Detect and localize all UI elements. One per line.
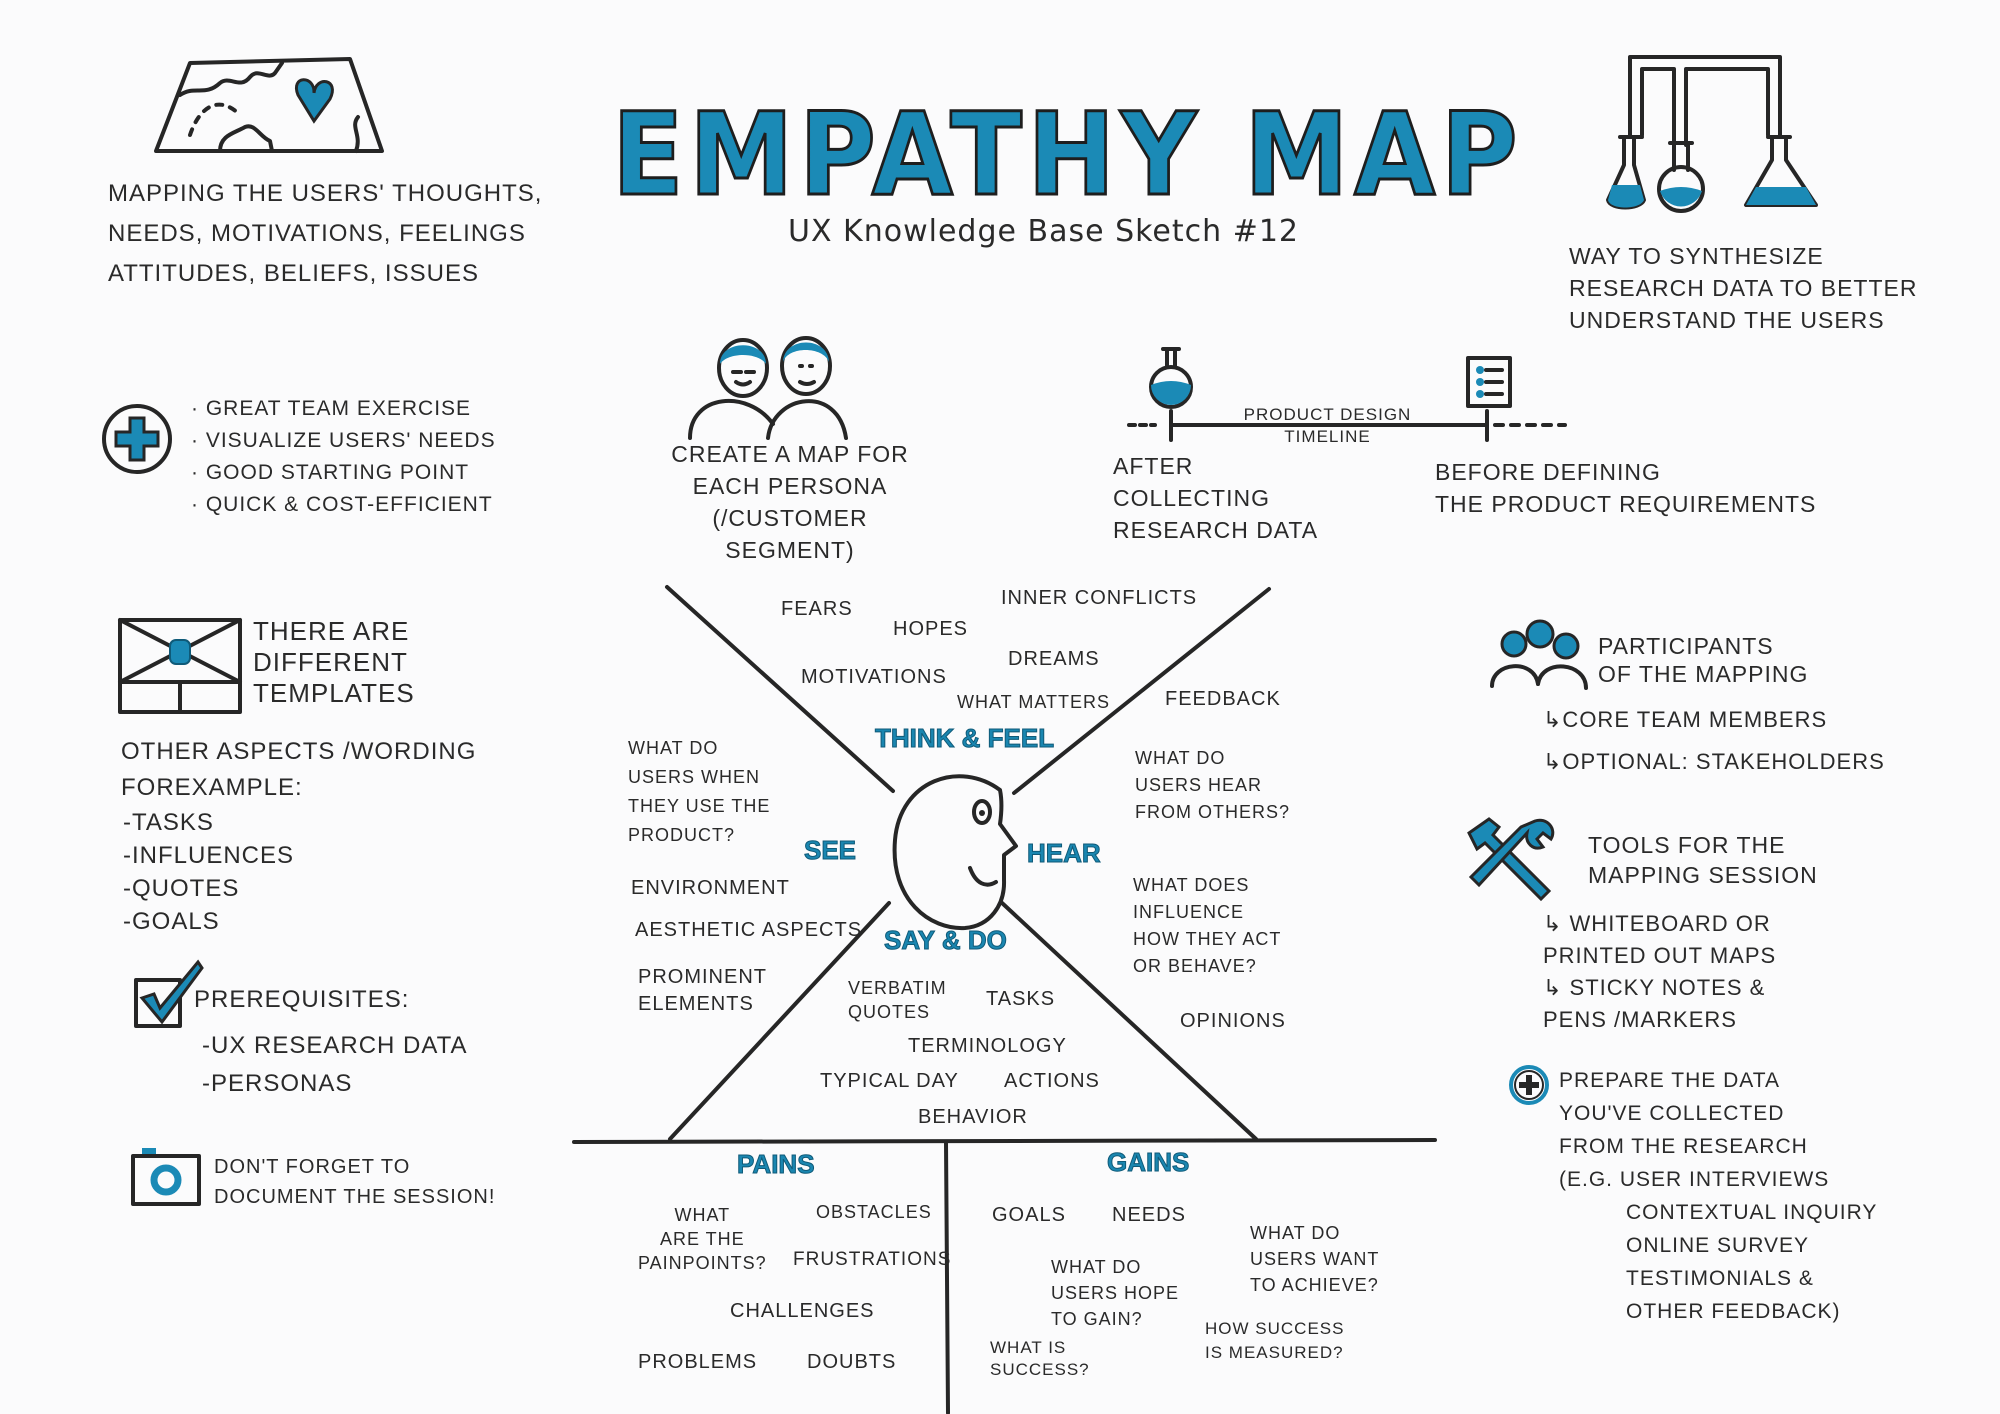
example-item: -GOALS: [123, 908, 220, 935]
definition-text: MAPPING THE USERS' THOUGHTS, NEEDS, MOTI…: [108, 180, 543, 287]
plus-circle-icon: [1509, 1065, 1549, 1105]
user-head-icon: [892, 774, 1018, 931]
divider-horizontal: [572, 1138, 1437, 1144]
pains-title: PAINS: [737, 1149, 816, 1180]
plus-circle-icon: [102, 404, 172, 474]
pain-item: PROBLEMS: [638, 1351, 758, 1373]
templates-heading: THERE ARE DIFFERENT TEMPLATES: [253, 616, 415, 708]
map-item: VERBATIM QUOTES: [848, 978, 947, 1022]
persona-text: CREATE A MAP FOR EACH PERSONA (/CUSTOMER…: [671, 441, 909, 563]
requirements-document-icon: [1466, 356, 1512, 408]
map-item: ACTIONS: [1004, 1070, 1100, 1092]
personas-icon: [688, 336, 848, 440]
prerequisites-heading: PREREQUISITES:: [194, 986, 410, 1013]
example-item: -QUOTES: [123, 875, 240, 902]
map-item: TASKS: [986, 988, 1056, 1010]
page-subtitle: UX Knowledge Base Sketch #12: [788, 214, 1300, 249]
map-item: OPINIONS: [1180, 1010, 1286, 1032]
quadrant-say-do: SAY & DO: [884, 925, 1008, 956]
template-icon: [118, 618, 242, 714]
participants-heading: PARTICIPANTS OF THE MAPPING: [1598, 633, 1809, 687]
participant-item: ↳OPTIONAL: STAKEHOLDERS: [1543, 749, 1885, 774]
prerequisite-item: -UX RESEARCH DATA: [202, 1032, 468, 1059]
benefits-list: · GREAT TEAM EXERCISE · VISUALIZE USERS'…: [191, 393, 496, 521]
timeline-before-text: BEFORE DEFINING THE PRODUCT REQUIREMENTS: [1435, 459, 1817, 517]
pain-item: DOUBTS: [807, 1351, 897, 1373]
treasure-map-icon: [154, 57, 384, 153]
map-item: BEHAVIOR: [918, 1106, 1028, 1128]
tools-heading: TOOLS FOR THE MAPPING SESSION: [1588, 832, 1818, 888]
participant-item: ↳CORE TEAM MEMBERS: [1543, 707, 1828, 732]
timeline-label: PRODUCT DESIGN TIMELINE: [1243, 405, 1412, 446]
gain-item: GOALS: [992, 1204, 1066, 1226]
map-item: ENVIRONMENT: [631, 877, 790, 899]
example-item: -TASKS: [123, 809, 214, 836]
map-item: TYPICAL DAY: [820, 1070, 959, 1092]
example-item: -INFLUENCES: [123, 842, 295, 869]
gain-item: WHAT DO USERS WANT TO ACHIEVE?: [1250, 1223, 1380, 1295]
map-item: AESTHETIC ASPECTS: [635, 919, 863, 941]
benefit-item: · GOOD STARTING POINT: [191, 461, 470, 484]
quadrant-see: SEE: [803, 835, 857, 866]
divider-bottom-left: [668, 901, 891, 1141]
map-item: MOTIVATIONS: [801, 666, 947, 688]
map-item: TERMINOLOGY: [908, 1035, 1067, 1057]
camera-icon: [131, 1148, 201, 1206]
participants-icon: [1490, 619, 1588, 690]
quadrant-think-feel: THINK & FEEL: [874, 723, 1055, 754]
timeline-after-text: AFTER COLLECTING RESEARCH DATA: [1113, 453, 1319, 543]
gain-item: NEEDS: [1112, 1204, 1186, 1226]
gain-item: HOW SUCCESS IS MEASURED?: [1205, 1319, 1345, 1362]
prepare-heading: PREPARE THE DATA YOU'VE COLLECTED FROM T…: [1559, 1069, 1830, 1191]
map-item: INNER CONFLICTS: [1001, 587, 1198, 609]
gains-title: GAINS: [1106, 1147, 1190, 1178]
purpose-text: WAY TO SYNTHESIZE RESEARCH DATA TO BETTE…: [1569, 243, 1918, 333]
lab-flasks-icon: [1606, 55, 1818, 213]
pain-item: FRUSTRATIONS: [793, 1249, 952, 1270]
map-item: WHAT DOES INFLUENCE HOW THEY ACT OR BEHA…: [1133, 875, 1282, 976]
map-item: HOPES: [893, 618, 969, 640]
templates-other-text: OTHER ASPECTS /WORDING FOREXAMPLE:: [121, 738, 477, 801]
map-item: WHAT DO USERS WHEN THEY USE THE PRODUCT?: [628, 738, 771, 845]
tool-item: ↳ WHITEBOARD OR PRINTED OUT MAPS: [1543, 911, 1777, 968]
document-session-text: DON'T FORGET TO DOCUMENT THE SESSION!: [214, 1156, 496, 1208]
map-item: WHAT DO USERS HEAR FROM OTHERS?: [1135, 748, 1291, 822]
gain-item: WHAT IS SUCCESS?: [990, 1338, 1090, 1379]
tools-hammer-wrench-icon: [1467, 817, 1555, 902]
benefit-item: · GREAT TEAM EXERCISE: [191, 397, 472, 420]
divider-bottom-right: [999, 900, 1258, 1141]
benefit-item: · QUICK & COST-EFFICIENT: [191, 493, 493, 516]
divider-top-right: [1012, 587, 1271, 795]
pain-item: CHALLENGES: [730, 1300, 875, 1322]
timeline: [1127, 347, 1567, 442]
prerequisite-item: -PERSONAS: [202, 1070, 353, 1097]
map-item: PROMINENT ELEMENTS: [638, 966, 767, 1015]
prepare-sources: CONTEXTUAL INQUIRY ONLINE SURVEY TESTIMO…: [1626, 1201, 1878, 1323]
templates-examples: -TASKS -INFLUENCES -QUOTES -GOALS: [123, 806, 294, 938]
tool-item: ↳ STICKY NOTES & PENS /MARKERS: [1543, 975, 1766, 1032]
gain-item: WHAT DO USERS HOPE TO GAIN?: [1051, 1257, 1180, 1329]
divider-top-left: [665, 585, 895, 793]
divider-vertical: [944, 1140, 950, 1414]
pain-item: WHAT ARE THE PAINPOINTS?: [638, 1205, 767, 1273]
map-item: FEEDBACK: [1165, 688, 1281, 710]
quadrant-hear: HEAR: [1027, 838, 1102, 869]
map-item: WHAT MATTERS: [957, 692, 1110, 712]
benefit-item: · VISUALIZE USERS' NEEDS: [191, 429, 496, 452]
map-item: DREAMS: [1008, 648, 1100, 670]
page-title: EMPATHY MAP: [611, 87, 1524, 223]
checkbox-checked-icon: [134, 959, 204, 1028]
pain-item: OBSTACLES: [816, 1202, 932, 1222]
map-item: FEARS: [781, 598, 853, 620]
